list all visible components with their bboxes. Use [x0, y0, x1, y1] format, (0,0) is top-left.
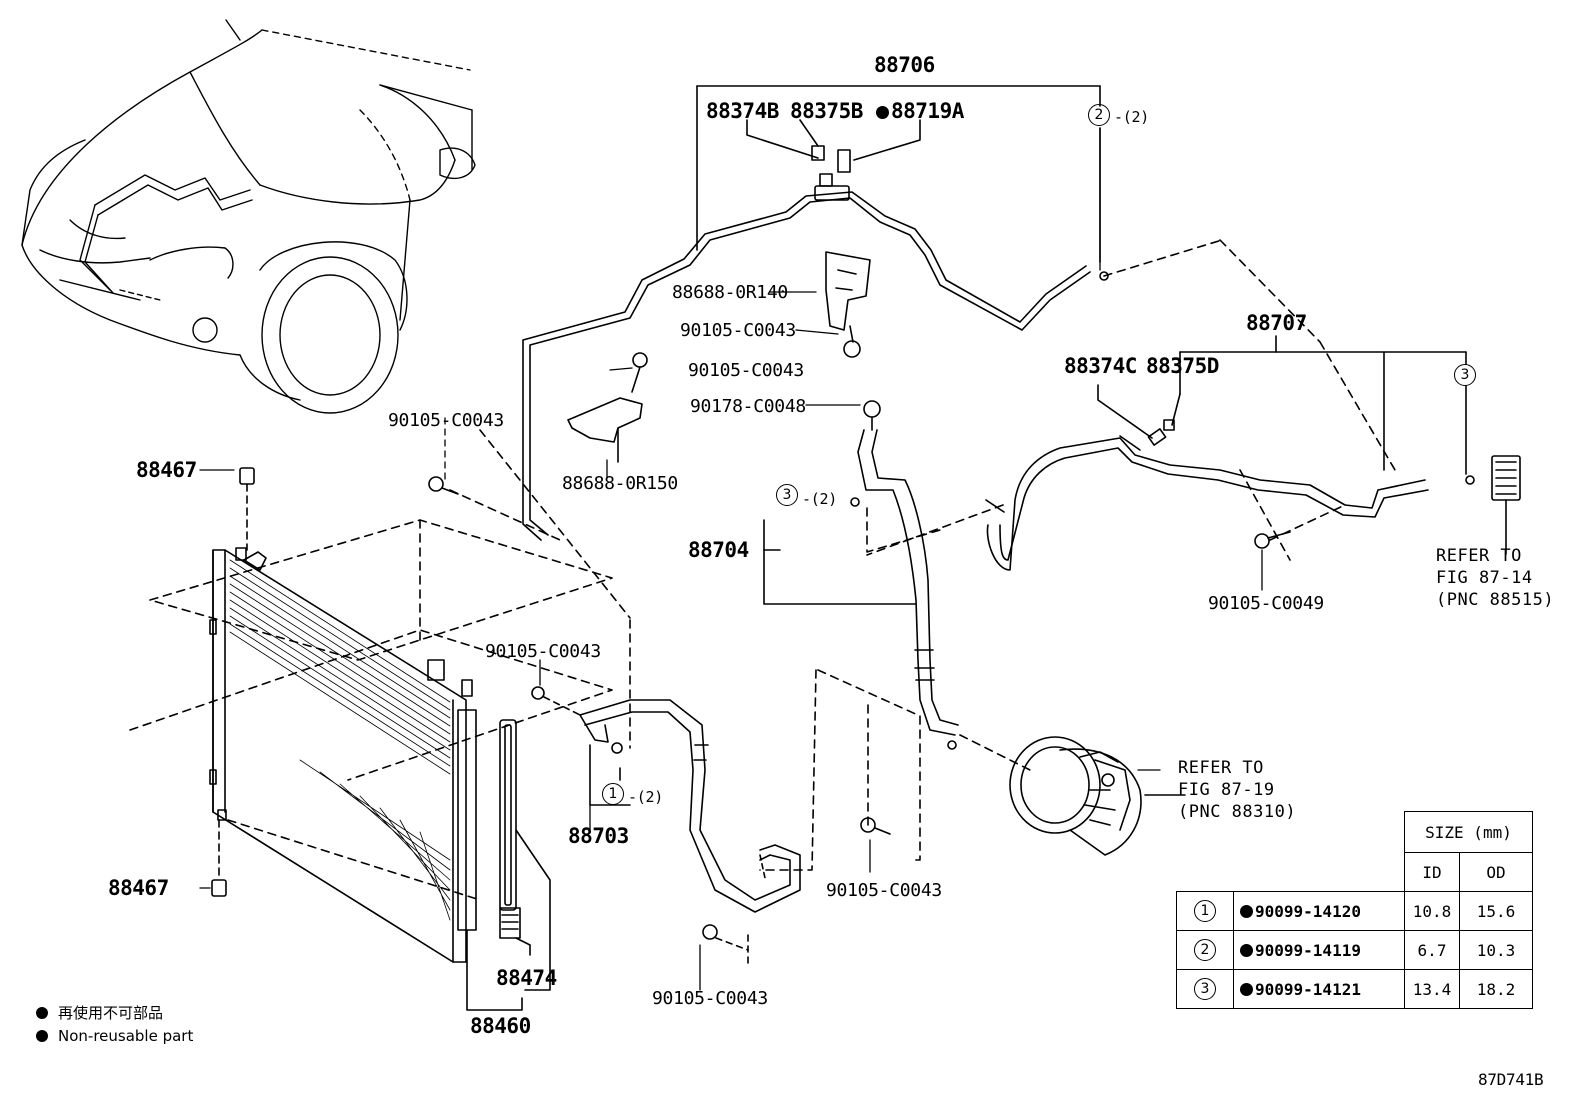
size-header: SIZE (mm) — [1404, 811, 1533, 853]
pipe-88706 — [522, 145, 1223, 541]
label-88467-bottom: 88467 — [108, 876, 169, 900]
row-mark: 1 — [1194, 900, 1216, 922]
leader-lines — [199, 127, 1263, 991]
circled-mark-3-hose: 3 — [776, 484, 798, 506]
row-id: 6.7 — [1404, 930, 1460, 970]
non-reusable-dot-icon — [1240, 943, 1253, 957]
label-90105-c0043-c: 90105-C0043 — [388, 410, 504, 431]
table-row: 1 90099-14120 10.8 15.6 — [1176, 891, 1533, 931]
label-88704: 88704 — [688, 538, 749, 562]
row-part-number: 90099-14121 — [1255, 979, 1361, 999]
qty-2-hose: -(2) — [802, 490, 837, 508]
label-88719a: 88719A — [876, 101, 964, 122]
non-reusable-dot-icon — [876, 106, 889, 119]
row-mark: 2 — [1194, 939, 1216, 961]
legend-en: Non-reusable part — [36, 1027, 193, 1045]
label-88375d: 88375D — [1146, 354, 1219, 378]
bracket-88706 — [696, 85, 1101, 263]
label-88703: 88703 — [568, 824, 629, 848]
label-88374b: 88374B — [706, 99, 779, 123]
label-90105-c0043-b: 90105-C0043 — [688, 360, 804, 381]
compressor-drawing — [1009, 736, 1186, 856]
label-88707: 88707 — [1246, 311, 1307, 335]
label-88374c: 88374C — [1064, 354, 1137, 378]
hose-88704 — [759, 400, 1031, 871]
size-table-header-row: SIZE (mm) — [1177, 811, 1533, 853]
col-id: ID — [1404, 852, 1460, 892]
row-od: 15.6 — [1459, 891, 1533, 931]
size-table-subheader-row: ID OD — [1177, 852, 1533, 892]
row-part-number: 90099-14120 — [1255, 901, 1361, 921]
circled-mark-2: 2 — [1088, 104, 1110, 126]
label-88460: 88460 — [470, 1014, 531, 1038]
label-90105-c0049: 90105-C0049 — [1208, 593, 1324, 614]
label-88474: 88474 — [496, 966, 557, 990]
qty-2-top: -(2) — [1114, 108, 1149, 126]
row-mark: 3 — [1194, 978, 1216, 1000]
pipe-88703 — [479, 429, 801, 966]
label-88688-0r140: 88688-0R140 — [672, 282, 788, 303]
label-88719a-text: 88719A — [891, 99, 964, 123]
col-od: OD — [1459, 852, 1533, 892]
table-row: 2 90099-14119 6.7 10.3 — [1176, 930, 1533, 970]
legend-jp-text: 再使用不可部品 — [58, 1004, 164, 1022]
row-part-number: 90099-14119 — [1255, 940, 1361, 960]
label-90105-c0043-d: 90105-C0043 — [485, 641, 601, 662]
condenser-drawing — [129, 467, 613, 1011]
bracket-0r140-drawing — [825, 251, 871, 358]
vehicle-inset — [21, 19, 476, 414]
label-90105-c0043-e: 90105-C0043 — [826, 880, 942, 901]
circled-mark-1: 1 — [602, 783, 624, 805]
row-id: 13.4 — [1404, 969, 1460, 1009]
seal-size-table: SIZE (mm) ID OD 1 90099-14120 10.8 15.6 … — [1176, 811, 1533, 1009]
label-90105-c0043-f: 90105-C0043 — [652, 988, 768, 1009]
pipe-88707 — [866, 239, 1475, 571]
non-reusable-dot-icon — [1240, 904, 1253, 918]
non-reusable-dot-icon — [36, 1007, 48, 1019]
ref-fig-87-14[interactable]: REFER TO FIG 87-14 (PNC 88515) — [1436, 546, 1555, 610]
row-od: 18.2 — [1459, 969, 1533, 1009]
label-90178-c0048: 90178-C0048 — [690, 396, 806, 417]
label-88706: 88706 — [874, 53, 935, 77]
non-reusable-dot-icon — [36, 1030, 48, 1042]
bolts — [428, 476, 1291, 835]
legend-en-text: Non-reusable part — [58, 1027, 194, 1045]
ref-fig-87-19[interactable]: REFER TO FIG 87-19 (PNC 88310) — [1178, 758, 1297, 822]
label-88467-top: 88467 — [136, 458, 197, 482]
legend-jp: 再使用不可部品 — [36, 1002, 163, 1023]
qty-2-88703: -(2) — [628, 788, 663, 806]
table-row: 3 90099-14121 13.4 18.2 — [1176, 969, 1533, 1009]
label-90105-c0043-a: 90105-C0043 — [680, 320, 796, 341]
expansion-valve-drawing — [1491, 455, 1521, 555]
label-88375b: 88375B — [790, 99, 863, 123]
label-88688-0r150: 88688-0R150 — [562, 473, 678, 494]
bracket-0r150-drawing — [567, 352, 648, 463]
row-od: 10.3 — [1459, 930, 1533, 970]
non-reusable-dot-icon — [1240, 982, 1253, 996]
figure-code: 87D741B — [1478, 1070, 1544, 1089]
circled-mark-3-top: 3 — [1454, 364, 1476, 386]
row-id: 10.8 — [1404, 891, 1460, 931]
